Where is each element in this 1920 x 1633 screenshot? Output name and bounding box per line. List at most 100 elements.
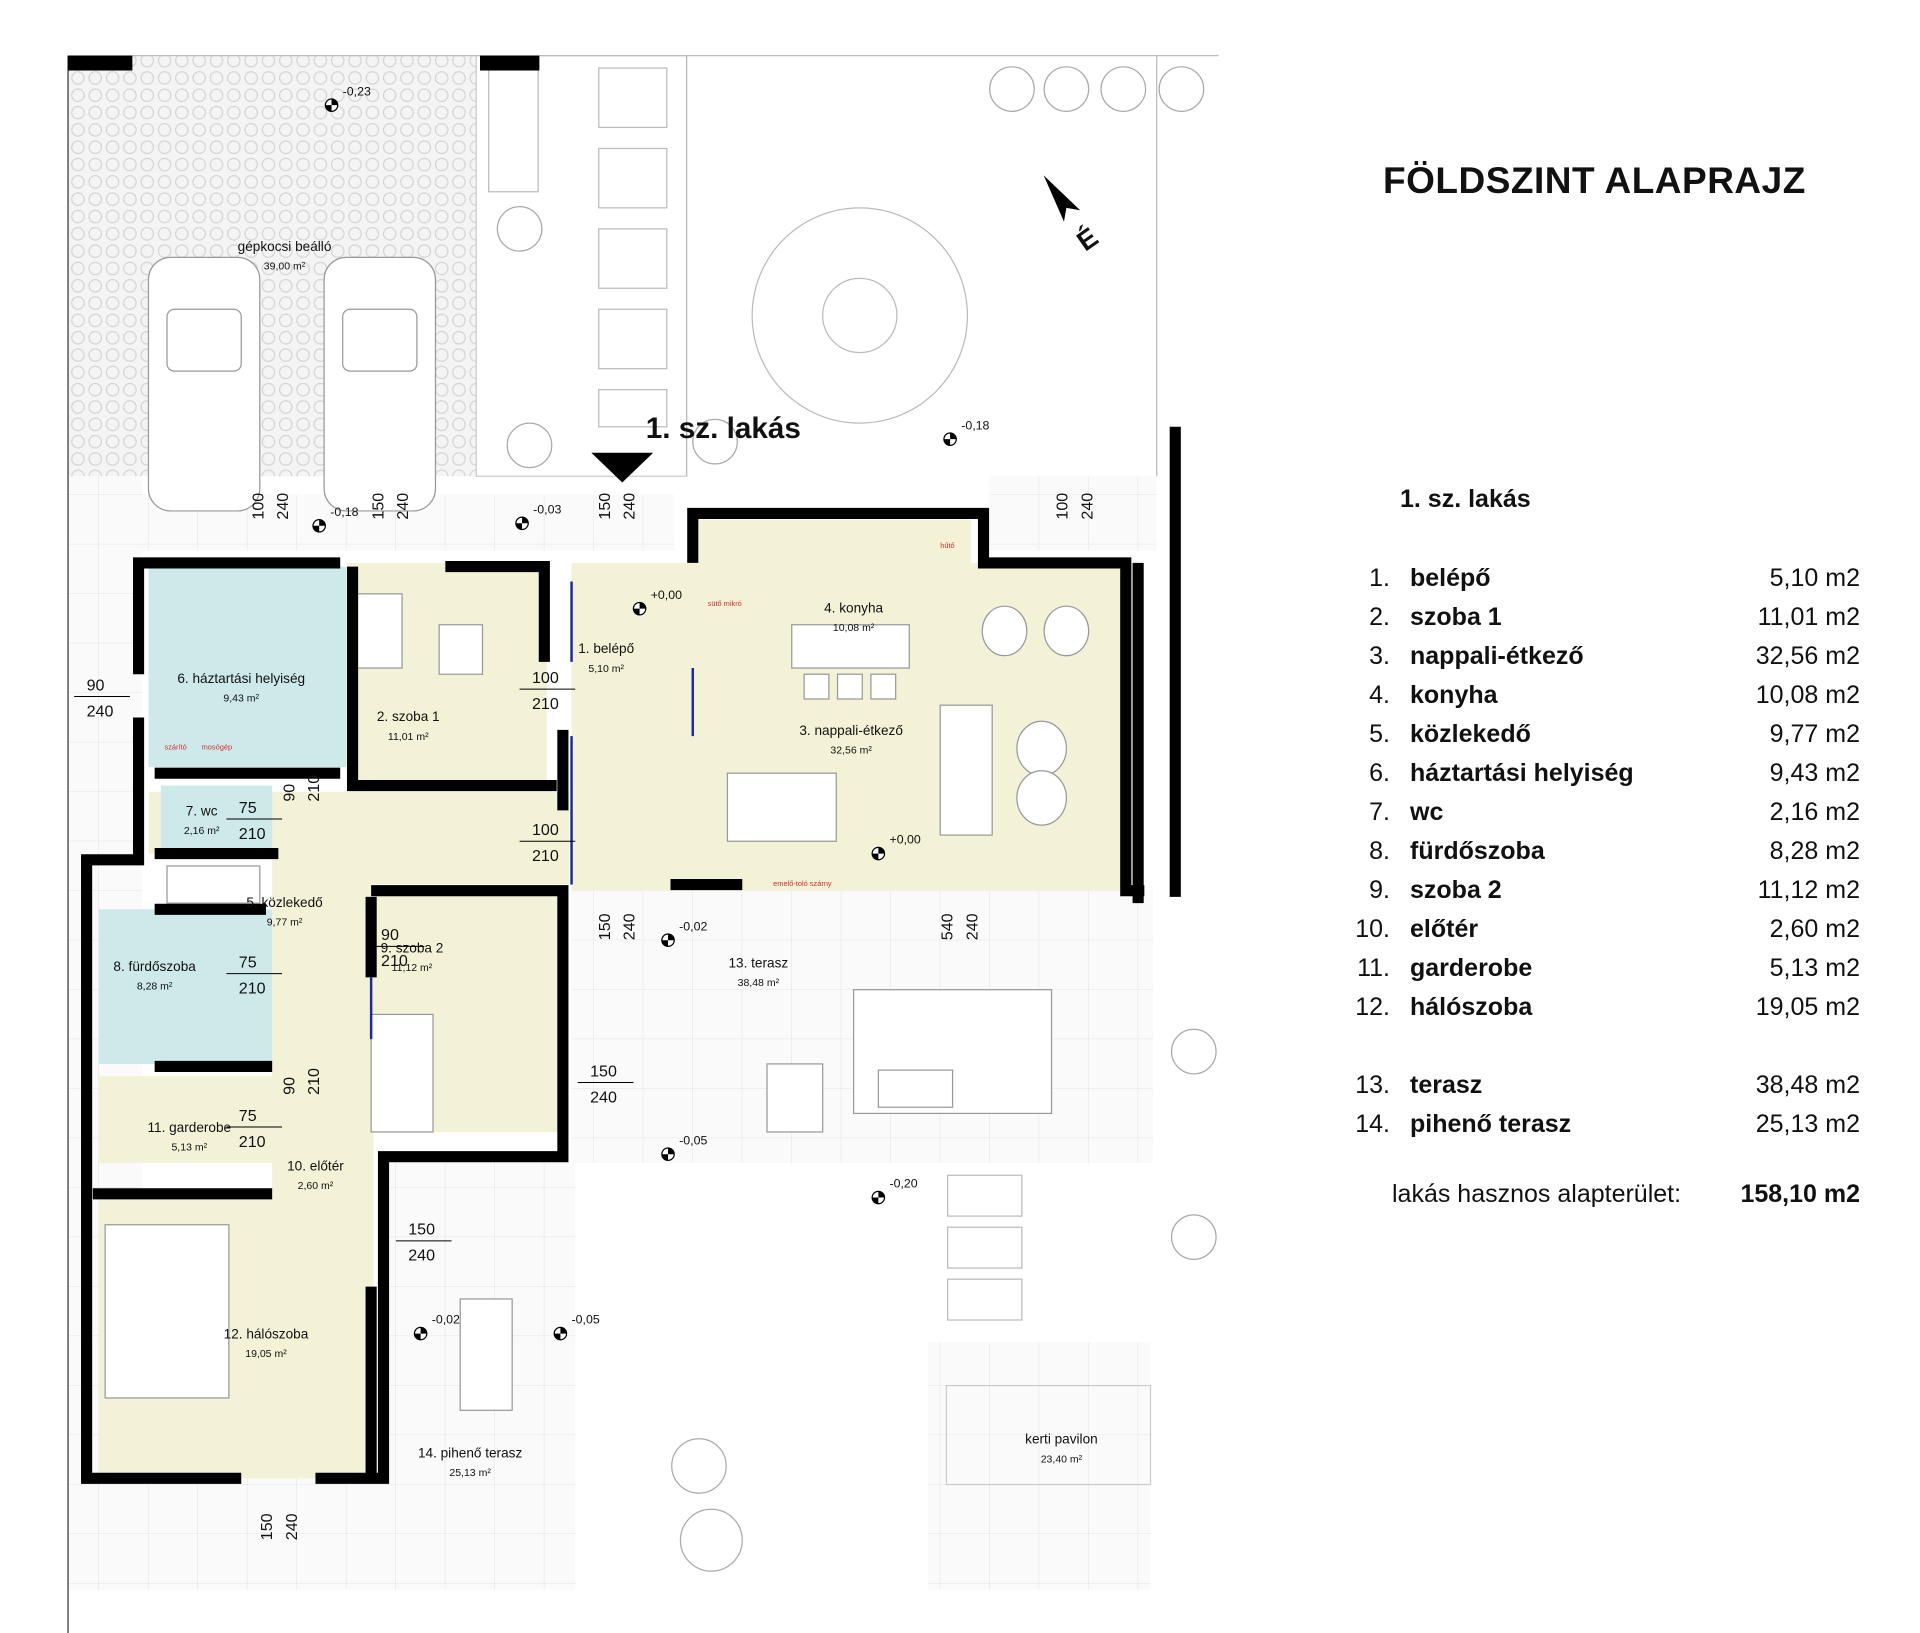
plan-room-label: gépkocsi beálló [238, 239, 332, 254]
room-number: 5. [1369, 720, 1390, 748]
level-marker: -0,18 [312, 505, 359, 533]
dimension-height: 240 [621, 493, 639, 520]
page-title: FÖLDSZINT ALAPRAJZ [1383, 160, 1806, 201]
schedule-row: 2. szoba 1 11,01 m2 [1340, 598, 1860, 637]
room-number: 3. [1369, 642, 1390, 670]
plan-room-label: 10. előtér [287, 1158, 344, 1173]
level-marker: -0,20 [871, 1177, 918, 1205]
dimension-width: 100 [532, 821, 559, 839]
dimension-width: 150 [596, 913, 614, 940]
dimension-height: 210 [532, 847, 559, 865]
plan-room-area: 5,10 m² [588, 663, 624, 675]
plan-room-label: kerti pavilon [1025, 1432, 1098, 1447]
level-value: -0,18 [961, 418, 989, 432]
level-value: +0,00 [651, 588, 682, 602]
plan-room-area: 19,05 m² [245, 1348, 287, 1360]
room-area: 11,12 m2 [1757, 876, 1860, 904]
room-area: 8,28 m2 [1769, 837, 1860, 865]
plan-room-area: 38,48 m² [738, 977, 780, 989]
dimension-height: 210 [239, 825, 266, 843]
plan-room-area: 5,13 m² [171, 1142, 207, 1154]
total-value: 158,10 m2 [1740, 1180, 1860, 1208]
dimension-width: 75 [239, 1107, 257, 1125]
room-name: szoba 2 [1410, 876, 1502, 904]
level-value: -0,20 [889, 1177, 917, 1191]
plan-room-area: 11,12 m² [392, 962, 433, 974]
plan-room-area: 11,01 m² [388, 731, 429, 743]
level-value: -0,03 [533, 502, 561, 516]
level-value: -0,05 [572, 1313, 600, 1327]
room-name: háztartási helyiség [1410, 759, 1634, 787]
room-area: 9,43 m2 [1769, 759, 1860, 787]
furniture-annotation: szárító [165, 743, 187, 752]
schedule-total: lakás hasznos alapterület: 158,10 m2 [1392, 1180, 1860, 1209]
room-number: 6. [1369, 759, 1390, 787]
level-marker: -0,18 [943, 418, 990, 446]
level-marker: -0,02 [413, 1313, 460, 1341]
room-number: 2. [1369, 603, 1390, 631]
dimension-width: 150 [590, 1062, 617, 1080]
dimension-height: 210 [532, 695, 559, 713]
room-area: 2,60 m2 [1769, 915, 1860, 943]
north-arrow-icon: É [1043, 175, 1104, 257]
level-value: -0,05 [679, 1133, 707, 1147]
furniture-annotation: mosógép [202, 743, 232, 752]
room-area: 9,77 m2 [1769, 720, 1860, 748]
dimension-width: 150 [596, 493, 614, 520]
plan-room-label: 3. nappali-étkező [799, 723, 903, 738]
plan-room-area: 23,40 m² [1041, 1453, 1083, 1465]
room-name: nappali-étkező [1410, 642, 1584, 670]
level-marker: -0,05 [661, 1133, 707, 1162]
dimension-height: 240 [274, 493, 292, 520]
room-name: előtér [1410, 915, 1479, 943]
plan-room-area: 32,56 m² [830, 744, 872, 756]
plan-room-area: 2,16 m² [184, 825, 220, 837]
level-value: -0,02 [679, 919, 707, 933]
room-number: 14. [1355, 1110, 1390, 1138]
plan-room-label: 6. háztartási helyiség [177, 671, 305, 686]
plan-room-label: 9. szoba 2 [381, 941, 444, 956]
dimension-width: 540 [939, 913, 957, 940]
plan-room-area: 25,13 m² [449, 1467, 491, 1479]
garage-wall-right [480, 55, 540, 71]
room-area: 2,16 m2 [1769, 798, 1860, 826]
plan-room-area: 2,60 m² [298, 1180, 334, 1192]
level-marker: -0,03 [515, 502, 561, 531]
room-name: szoba 1 [1410, 603, 1502, 631]
dimension-height: 210 [305, 1068, 323, 1095]
dimension-height: 240 [963, 913, 981, 940]
room-name: wc [1410, 798, 1444, 826]
trees [496, 66, 1217, 1572]
plan-room-label: 5. közlekedő [246, 895, 323, 910]
stepping-stones [488, 55, 1023, 1321]
room-number: 10. [1355, 915, 1390, 943]
room-number: 11. [1357, 954, 1390, 982]
dimension-width: 75 [239, 953, 257, 971]
garden-circle [751, 207, 969, 424]
dimension-width: 150 [408, 1221, 435, 1239]
room-name: konyha [1410, 681, 1498, 709]
level-value: -0,02 [432, 1313, 460, 1327]
room-number: 13. [1355, 1071, 1390, 1099]
level-marker: -0,02 [661, 919, 707, 948]
room-area: 38,48 m2 [1755, 1071, 1860, 1099]
plan-room-label: 2. szoba 1 [377, 709, 440, 724]
entrance-triangle-icon [591, 452, 654, 483]
room-area: 11,01 m2 [1757, 603, 1860, 631]
door-dimension: 150 240 [596, 493, 639, 520]
